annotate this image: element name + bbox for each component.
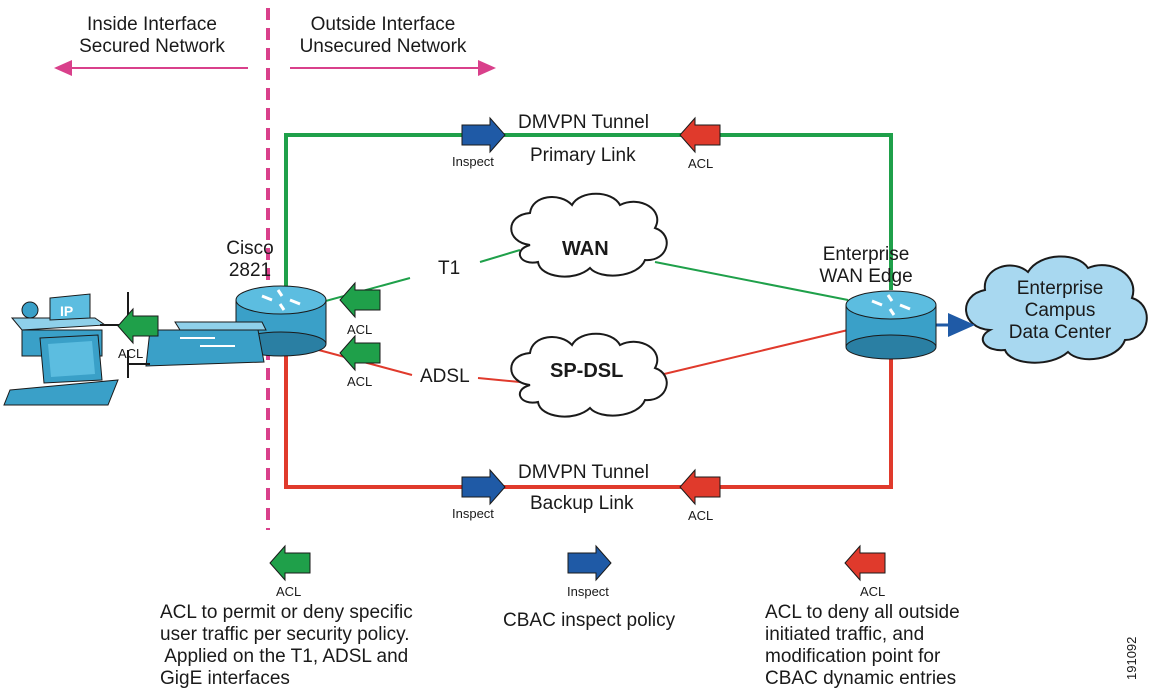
branch-router-line2: 2821 (228, 260, 272, 281)
backup-tunnel-line (284, 345, 893, 489)
acl-t1-label: ACL (347, 322, 373, 337)
legend-inspect-caption: Inspect (567, 584, 609, 599)
legend-acl-green-line: user traffic per security policy. (160, 624, 410, 645)
primary-acl-label: ACL (688, 156, 714, 171)
outside-zone-line1: Outside Interface (310, 14, 456, 35)
wan-edge-line1: Enterprise (822, 244, 910, 265)
outside-zone-label: Outside Interface Unsecured Network (288, 14, 478, 58)
legend-acl-red-line: CBAC dynamic entries (765, 668, 957, 689)
legend-inspect-text: CBAC inspect policy (503, 610, 675, 632)
branch-router-label: Cisco 2821 (220, 238, 280, 282)
primary-tunnel-title: DMVPN Tunnel (518, 112, 649, 133)
campus-cloud-label: Enterprise Campus Data Center (1000, 278, 1120, 344)
campus-cloud-icon (965, 255, 1148, 364)
inspect-arrow-primary (461, 116, 506, 154)
backup-tunnel-subtitle: Backup Link (530, 493, 634, 514)
legend-acl-green-text: ACL to permit or deny specific user traf… (160, 602, 413, 690)
phone-ip-badge: IP (60, 303, 74, 319)
backup-tunnel-title: DMVPN Tunnel (518, 462, 649, 483)
figure-id: 191092 (1124, 636, 1139, 680)
t1-label: T1 (438, 258, 461, 279)
legend-inspect-line: CBAC inspect policy (503, 610, 676, 631)
legend-acl-green-line: ACL to permit or deny specific (160, 602, 413, 623)
wan-edge-line2: WAN Edge (819, 266, 913, 287)
wan-cloud-label: WAN (562, 238, 609, 260)
acl-adsl-label: ACL (347, 374, 373, 389)
legend-acl-green-line: GigE interfaces (160, 668, 290, 689)
legend-acl-green-line: Applied on the T1, ADSL and (160, 646, 409, 667)
legend-acl-red-line: initiated traffic, and (765, 624, 925, 645)
wan-cloud-icon (510, 192, 668, 278)
inspect-arrow-backup (461, 468, 506, 506)
sp-dsl-cloud-label: SP-DSL (550, 360, 624, 382)
legend-acl-red-text: ACL to deny all outside initiated traffi… (765, 602, 960, 690)
acl-arrow-backup (679, 468, 721, 506)
wan-edge-label: Enterprise WAN Edge (796, 244, 936, 288)
acl-arrow-adsl (339, 334, 381, 372)
branch-router-line1: Cisco (226, 238, 274, 259)
inside-zone-label: Inside Interface Secured Network (62, 14, 242, 58)
primary-tunnel-line (284, 133, 893, 290)
campus-line1: Enterprise (1016, 278, 1104, 299)
legend-inspect-arrow (567, 544, 612, 582)
legend-acl-red-line: ACL to deny all outside (765, 602, 960, 623)
inside-zone-line1: Inside Interface (87, 14, 217, 35)
laptop-icon (3, 334, 119, 406)
primary-tunnel-subtitle: Primary Link (530, 145, 636, 166)
wan-edge-router-icon (845, 290, 937, 360)
switch-icon (145, 321, 267, 367)
legend-acl-green-caption: ACL (276, 584, 302, 599)
sp-dsl-cloud-icon (510, 332, 668, 418)
legend-acl-red-line: modification point for (765, 646, 941, 667)
backup-inspect-label: Inspect (452, 506, 494, 521)
legend-acl-red-caption: ACL (860, 584, 886, 599)
primary-inspect-label: Inspect (452, 154, 494, 169)
campus-line2: Campus (1024, 300, 1096, 321)
acl-arrow-t1 (339, 281, 381, 319)
acl-switch-label: ACL (118, 346, 144, 361)
acl-arrow-primary (679, 116, 721, 154)
backup-acl-label: ACL (688, 508, 714, 523)
inside-zone-line2: Secured Network (79, 36, 225, 57)
legend-acl-green-arrow (269, 544, 311, 582)
acl-arrow-switch (117, 307, 159, 345)
campus-line3: Data Center (1008, 322, 1112, 343)
outside-zone-line2: Unsecured Network (299, 36, 467, 57)
legend-acl-red-arrow (844, 544, 886, 582)
adsl-label: ADSL (420, 366, 470, 387)
